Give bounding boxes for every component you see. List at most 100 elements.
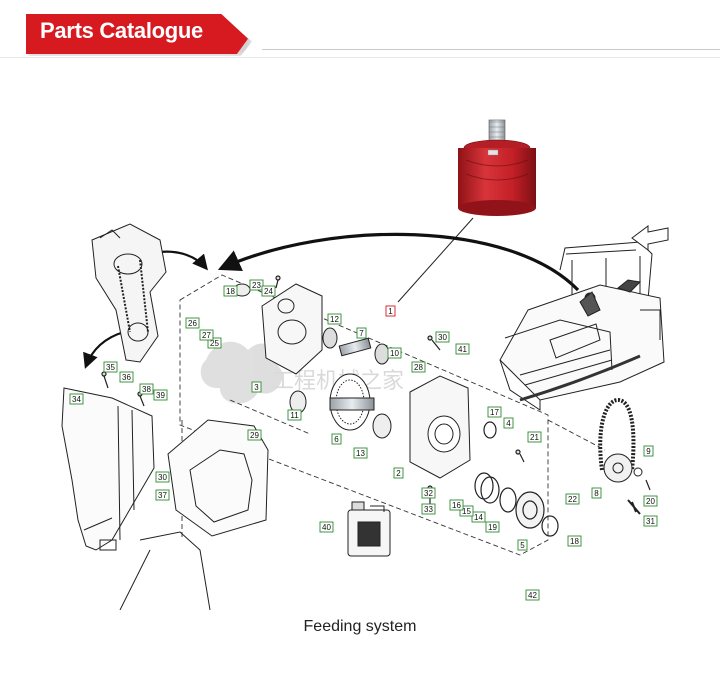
arc-arrow-main xyxy=(217,232,580,292)
gear-train xyxy=(233,283,392,439)
svg-text:36: 36 xyxy=(122,373,131,382)
svg-text:23: 23 xyxy=(252,281,261,290)
sprocket-chain xyxy=(598,397,643,515)
callout-1: 1 xyxy=(385,305,396,317)
callout-7: 7 xyxy=(356,327,367,339)
callout-42: 42 xyxy=(525,589,540,601)
arc-arrow-cover xyxy=(83,330,125,369)
svg-text:13: 13 xyxy=(356,449,365,458)
svg-text:12: 12 xyxy=(330,315,339,324)
chain-housing xyxy=(91,223,167,363)
callout-24: 24 xyxy=(261,285,276,297)
callout-23: 23 xyxy=(249,279,264,291)
exploded-frame xyxy=(179,274,606,556)
cover-plate xyxy=(61,387,155,551)
callout-2: 2 xyxy=(393,467,404,479)
hydraulic-motor xyxy=(458,119,536,216)
callout-3: 3 xyxy=(251,381,262,393)
svg-text:34: 34 xyxy=(72,395,81,404)
callout-40: 40 xyxy=(319,521,334,533)
svg-text:40: 40 xyxy=(322,523,331,532)
svg-text:8: 8 xyxy=(594,489,599,498)
header-divider xyxy=(262,49,720,50)
svg-text:2: 2 xyxy=(396,469,401,478)
callout-35: 35 xyxy=(103,361,118,373)
svg-text:5: 5 xyxy=(520,541,525,550)
callout-15: 15 xyxy=(459,505,474,517)
svg-text:26: 26 xyxy=(188,319,197,328)
callout-38: 38 xyxy=(139,383,154,395)
arc-arrow-side xyxy=(159,250,208,271)
direction-arrow-sign xyxy=(631,225,669,251)
svg-text:3: 3 xyxy=(254,383,259,392)
callout-8: 8 xyxy=(591,487,602,499)
svg-text:32: 32 xyxy=(424,489,433,498)
svg-text:39: 39 xyxy=(156,391,165,400)
callout-5: 5 xyxy=(517,539,528,551)
oil-canister xyxy=(347,501,391,557)
parts-diagram: 工程机械之家 xyxy=(61,119,669,610)
callout-37: 37 xyxy=(155,489,170,501)
callout-21: 21 xyxy=(527,431,542,443)
callout-27: 27 xyxy=(199,329,214,341)
frame-plate xyxy=(119,419,269,610)
svg-text:18: 18 xyxy=(226,287,235,296)
callout-31: 31 xyxy=(643,515,658,527)
svg-text:7: 7 xyxy=(359,329,364,338)
svg-text:30: 30 xyxy=(158,473,167,482)
callout-36: 36 xyxy=(119,371,134,383)
header-underline xyxy=(0,57,720,58)
paver-machine xyxy=(499,241,665,411)
callout-labels: 1234567891011121314151617181819202122232… xyxy=(69,279,658,601)
svg-text:37: 37 xyxy=(158,491,167,500)
svg-text:31: 31 xyxy=(646,517,655,526)
svg-text:25: 25 xyxy=(210,339,219,348)
watermark: 工程机械之家 xyxy=(200,341,404,404)
svg-text:28: 28 xyxy=(414,363,423,372)
svg-text:11: 11 xyxy=(290,411,299,420)
callout-14: 14 xyxy=(471,511,486,523)
callout-6: 6 xyxy=(331,433,342,445)
callout-29: 29 xyxy=(247,429,262,441)
svg-text:42: 42 xyxy=(528,591,537,600)
diagram-caption: Feeding system xyxy=(303,618,417,635)
seal-rings xyxy=(474,421,559,537)
callout-11: 11 xyxy=(287,409,302,421)
callout-16: 16 xyxy=(449,499,464,511)
svg-text:20: 20 xyxy=(646,497,655,506)
title-banner xyxy=(26,14,248,54)
callout-41: 41 xyxy=(455,343,470,355)
svg-text:38: 38 xyxy=(142,385,151,394)
callout-34: 34 xyxy=(69,393,84,405)
callout-19: 19 xyxy=(485,521,500,533)
svg-text:24: 24 xyxy=(264,287,273,296)
svg-text:10: 10 xyxy=(390,349,399,358)
callout-12: 12 xyxy=(327,313,342,325)
svg-text:19: 19 xyxy=(488,523,497,532)
svg-text:14: 14 xyxy=(474,513,483,522)
svg-text:30: 30 xyxy=(438,333,447,342)
svg-text:17: 17 xyxy=(490,408,499,417)
svg-text:18: 18 xyxy=(570,537,579,546)
header-bar: Parts Catalogue xyxy=(0,0,720,70)
callout-28: 28 xyxy=(411,361,426,373)
motor-leader-line xyxy=(397,217,474,303)
callout-33: 33 xyxy=(421,503,436,515)
callout-9: 9 xyxy=(643,445,654,457)
gearbox-housing xyxy=(261,283,323,375)
svg-text:41: 41 xyxy=(458,345,467,354)
callout-18: 18 xyxy=(223,285,238,297)
callout-18: 18 xyxy=(567,535,582,547)
svg-text:1: 1 xyxy=(388,307,393,316)
callout-26: 26 xyxy=(185,317,200,329)
callout-30: 30 xyxy=(435,331,450,343)
callout-4: 4 xyxy=(503,417,514,429)
svg-text:27: 27 xyxy=(202,331,211,340)
svg-text:21: 21 xyxy=(530,433,539,442)
callout-20: 20 xyxy=(643,495,658,507)
svg-text:16: 16 xyxy=(452,501,461,510)
svg-text:22: 22 xyxy=(568,495,577,504)
svg-text:6: 6 xyxy=(334,435,339,444)
svg-text:35: 35 xyxy=(106,363,115,372)
callout-30: 30 xyxy=(155,471,170,483)
